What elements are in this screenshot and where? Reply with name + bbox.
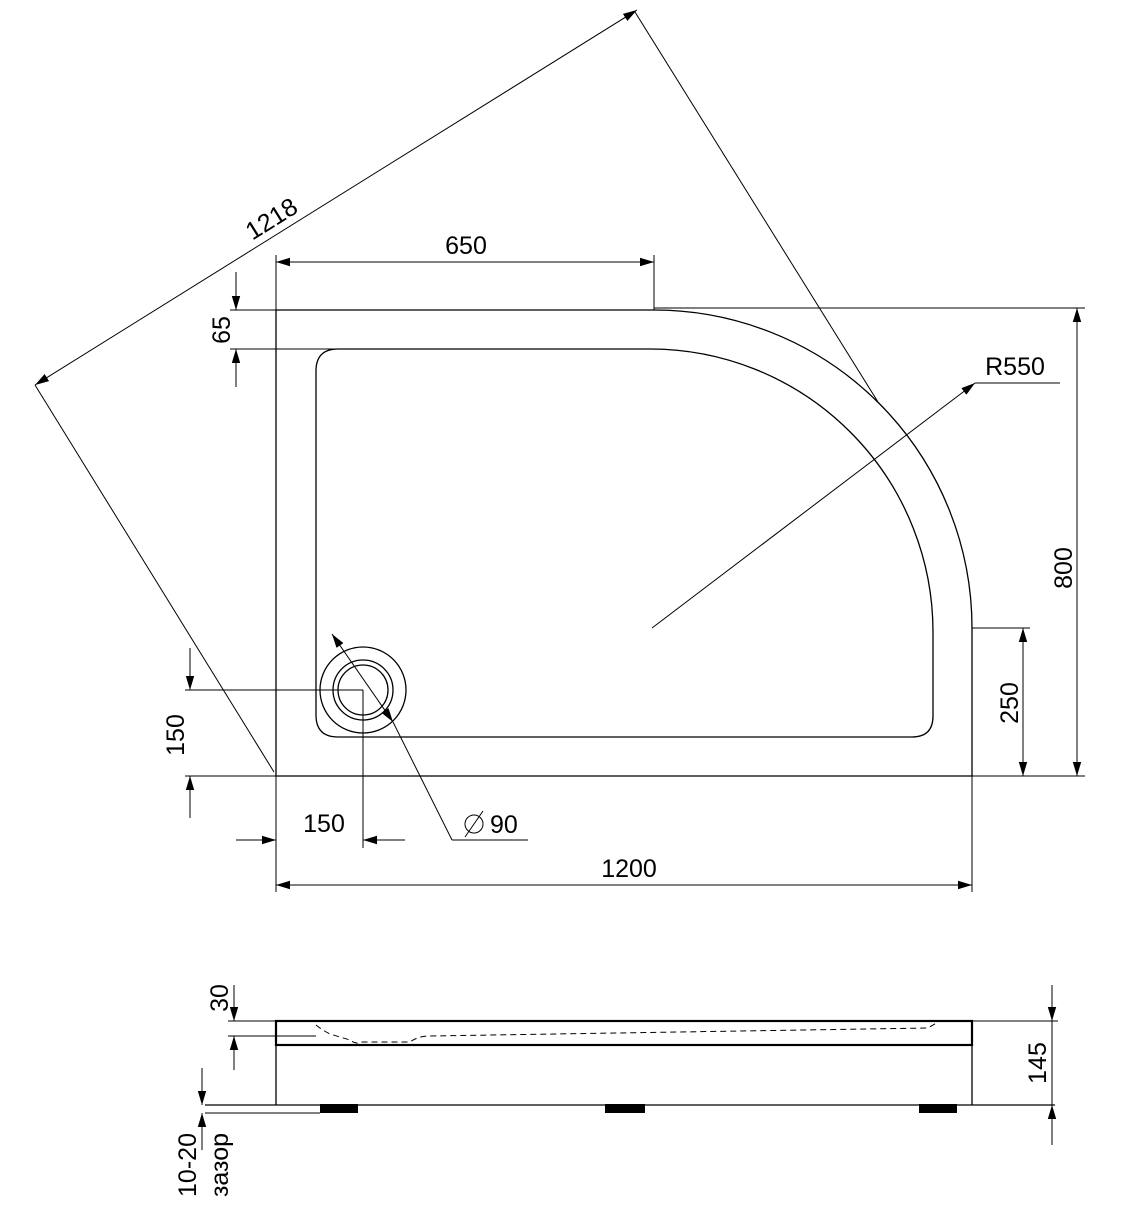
dim-drain-diameter: 90 [490, 811, 518, 839]
dim-r550: R550 [985, 353, 1045, 381]
tray-slab [274, 1019, 974, 1047]
dim-gap: 10-20 [174, 1133, 202, 1197]
dim-800: 800 [1050, 547, 1078, 589]
dim-30: 30 [206, 984, 234, 1012]
dim-65: 65 [208, 316, 236, 344]
dim-250: 250 [996, 682, 1024, 724]
foot-right [919, 1104, 957, 1113]
dim-650: 650 [445, 232, 487, 260]
dim-150-vertical: 150 [162, 714, 190, 756]
side-view: 30 145 10-20 зазор [174, 984, 1058, 1197]
top-view: 1218 650 65 R550 800 250 150 [34, 9, 1085, 892]
dim-150-horizontal: 150 [303, 810, 345, 838]
gap-label: зазор [206, 1133, 234, 1197]
dim-145: 145 [1024, 1042, 1052, 1084]
foot-left [320, 1104, 358, 1113]
foot-middle [605, 1104, 645, 1113]
tray-outer-outline [275, 309, 973, 777]
tray-inner-outline [315, 348, 934, 738]
diameter-symbol [464, 814, 484, 834]
dim-1200: 1200 [601, 855, 657, 883]
